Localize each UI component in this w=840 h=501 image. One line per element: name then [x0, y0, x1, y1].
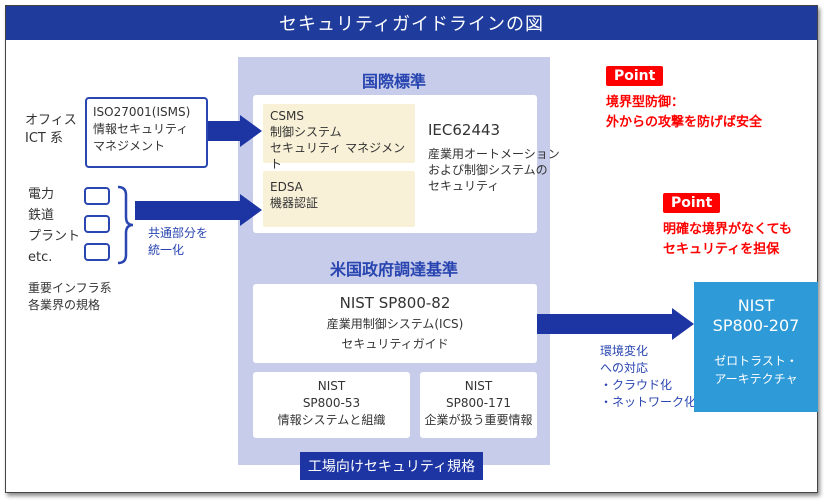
- arrow-head-icon: [240, 115, 262, 147]
- international-header: 国際標準: [361, 72, 426, 91]
- sector-item: プラント: [28, 229, 81, 244]
- arrow-sectors-to-edsa: [135, 201, 242, 220]
- iec-line: 産業用オートメーション: [428, 147, 560, 161]
- csms-line: 制御システム: [270, 125, 342, 139]
- sector-list: 電力 鉄道 プラント etc.: [28, 184, 80, 268]
- brace-icon: [117, 185, 134, 265]
- iso-line: ISO27001(ISMS): [93, 105, 191, 119]
- csms-title: CSMS: [270, 109, 304, 123]
- infra-line: 各業界の規格: [28, 298, 101, 312]
- arrow-head-icon: [672, 308, 694, 340]
- arrow-iso-to-csms: [208, 121, 242, 141]
- point-line: セキュリティを担保: [663, 242, 780, 257]
- sp800-171-line: NIST: [464, 379, 493, 393]
- sp800-82-box: NIST SP800-82 産業用制御システム(ICS) セキュリティガイド: [253, 284, 537, 363]
- iso-line: 情報セキュリティ: [93, 122, 189, 136]
- point-line: 明確な境界がなくても: [663, 222, 792, 237]
- zero-trust-title: SP800-207: [712, 316, 800, 335]
- iec-line: セキュリティ: [428, 179, 500, 193]
- change-line: 環境変化: [600, 344, 649, 358]
- point-text: 明確な境界がなくても セキュリティを担保: [663, 220, 792, 260]
- sector-square: [84, 243, 110, 261]
- edsa-title: EDSA: [270, 180, 303, 194]
- sp800-82-line: 産業用制御システム(ICS): [326, 317, 464, 331]
- unify-line: 統一化: [148, 243, 185, 257]
- sector-square: [84, 187, 110, 205]
- zero-trust-box: NIST SP800-207 ゼロトラスト・ アーキテクチャ: [694, 282, 818, 412]
- csms-line: セキュリティ マネジメント: [270, 141, 406, 171]
- iec-title: IEC62443: [428, 121, 501, 139]
- infra-line: 重要インフラ系: [28, 281, 112, 295]
- sp800-82-title: NIST SP800-82: [339, 294, 451, 312]
- change-line: ・クラウド化: [600, 378, 673, 392]
- arrow-head-icon: [240, 194, 262, 226]
- edsa-box: EDSA 機器認証: [263, 171, 415, 227]
- office-line: オフィス: [25, 113, 77, 128]
- sp800-171-box: NIST SP800-171 企業が扱う重要情報: [420, 372, 537, 438]
- point-badge: Point: [606, 66, 664, 86]
- diagram-title: セキュリティガイドラインの図: [6, 6, 817, 40]
- sp800-53-line: SP800-53: [302, 396, 361, 410]
- zero-trust-desc: アーキテクチャ: [714, 372, 798, 386]
- unify-line: 共通部分を: [148, 226, 209, 240]
- point-line: 境界型防御：: [606, 95, 685, 110]
- office-label: オフィス ICT 系: [25, 112, 77, 148]
- point-line: 外からの攻撃を防げば安全: [606, 115, 763, 130]
- iso-box: ISO27001(ISMS) 情報セキュリティ マネジメント: [85, 97, 208, 168]
- unify-label: 共通部分を 統一化: [148, 225, 208, 259]
- sp800-53-line: NIST: [317, 379, 346, 393]
- sp800-171-line: 企業が扱う重要情報: [424, 413, 533, 427]
- office-line: ICT 系: [25, 131, 63, 146]
- change-label: 環境変化 への対応 ・クラウド化 ・ネットワーク化: [600, 343, 696, 411]
- point-text: 境界型防御： 外からの攻撃を防げば安全: [606, 93, 762, 133]
- point-badge: Point: [663, 193, 721, 213]
- zero-trust-title: NIST: [737, 296, 775, 315]
- factory-label: 工場向けセキュリティ規格: [300, 452, 483, 480]
- iec-line: および制御システムの: [428, 163, 548, 177]
- sp800-171-line: SP800-171: [446, 396, 511, 410]
- sector-item: 電力: [28, 187, 55, 202]
- edsa-line: 機器認証: [270, 196, 319, 210]
- sector-item: 鉄道: [28, 208, 55, 223]
- us-gov-header: 米国政府調達基準: [329, 260, 458, 279]
- sector-item: etc.: [28, 250, 53, 265]
- iso-line: マネジメント: [93, 139, 166, 153]
- iec-desc: 産業用オートメーション および制御システムの セキュリティ: [428, 146, 560, 194]
- sector-square: [84, 215, 110, 233]
- sp800-82-line: セキュリティガイド: [341, 337, 449, 351]
- arrow-to-zero-trust: [537, 314, 673, 334]
- change-line: への対応: [600, 361, 649, 375]
- infra-label: 重要インフラ系 各業界の規格: [28, 280, 112, 314]
- csms-box: CSMS 制御システム セキュリティ マネジメント: [263, 104, 415, 171]
- sp800-53-line: 情報システムと組織: [277, 413, 386, 427]
- change-line: ・ネットワーク化: [600, 395, 697, 409]
- zero-trust-desc: ゼロトラスト・: [714, 354, 798, 368]
- sp800-53-box: NIST SP800-53 情報システムと組織: [253, 372, 410, 438]
